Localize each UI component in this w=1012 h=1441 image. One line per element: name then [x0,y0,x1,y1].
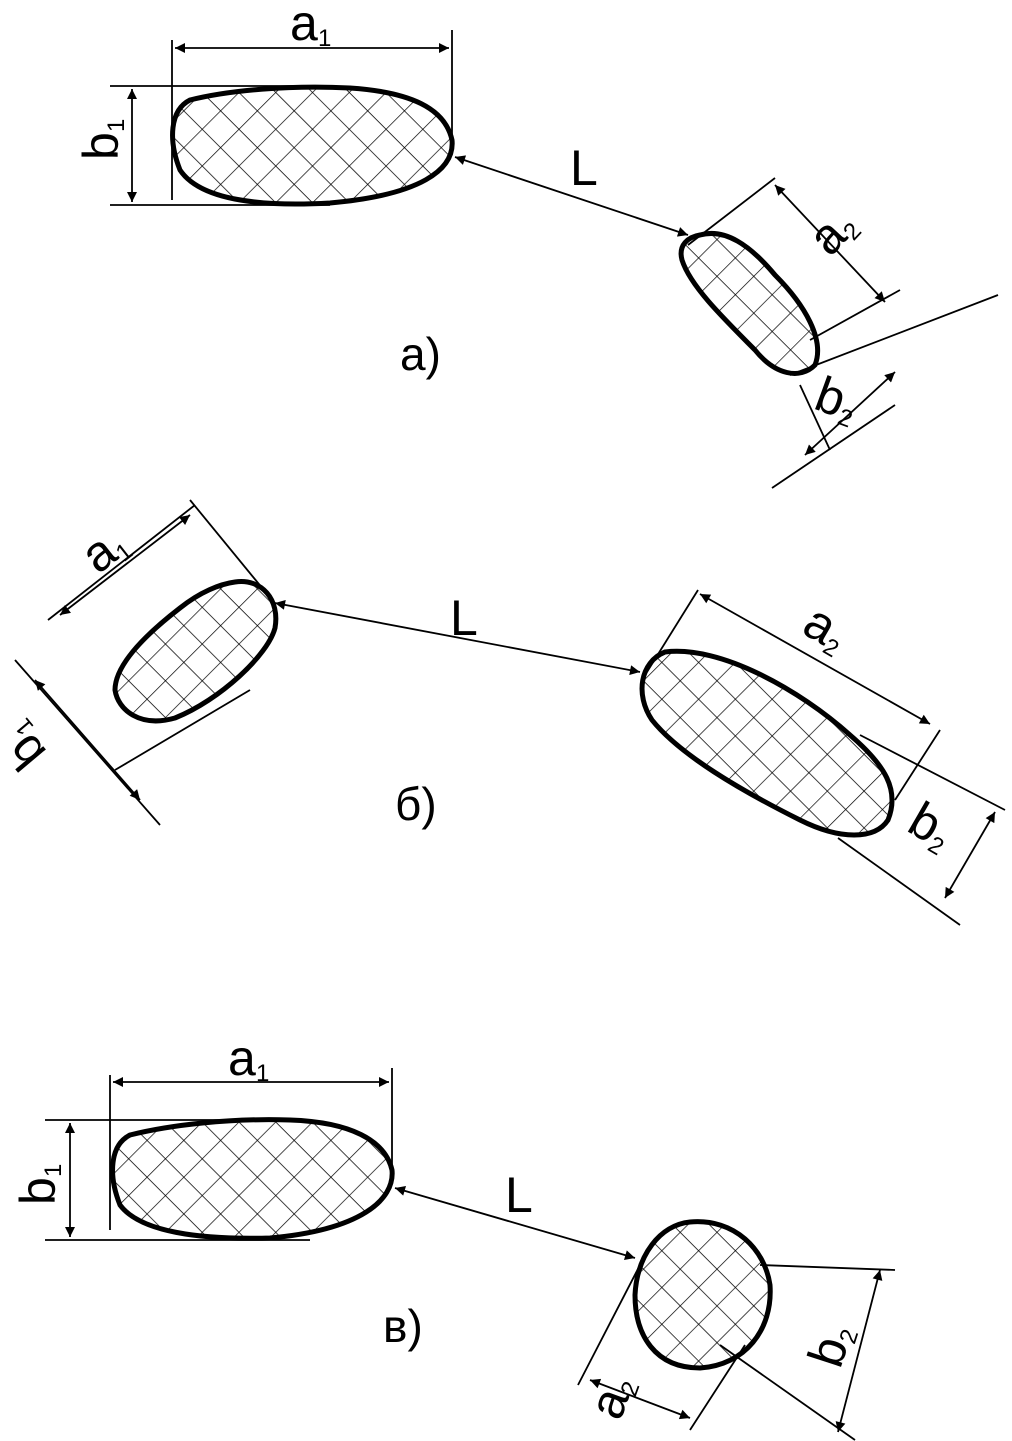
label-b1-c: b [10,1177,66,1205]
label-L-c: L [505,1167,533,1223]
label-a1-c-sub: 1 [256,1060,269,1087]
dim-a2-a [774,184,886,303]
caption-c: в) [383,1300,423,1352]
particle-a-2 [678,231,821,376]
dim-b2-c [835,1269,883,1433]
dim-L-c [394,1186,636,1260]
dim-a2-c [589,1378,691,1420]
caption-a: а) [400,328,441,380]
dim-L-b [274,599,641,676]
panel-c: a 1 b 1 L a 2 b 2 в) [10,1030,896,1441]
label-L-b: L [450,590,478,646]
dim-b1-b [34,679,141,801]
label-b1-c-sub: 1 [40,1164,67,1177]
dim-a2-b [699,593,931,725]
particle-c-1 [110,1117,395,1241]
dim-L-a [454,155,689,237]
label-L-a: L [570,140,598,196]
particle-a-1 [170,84,455,207]
label-a1-a: a [290,0,318,51]
dim-a1-b [59,514,191,616]
particle-b-1 [112,579,279,724]
panel-a: a 1 b 1 L a 2 b 2 а) [73,0,999,489]
label-b1-a-sub: 1 [103,119,130,132]
particle-b-2 [639,648,895,838]
label-b1-a: b [73,132,129,160]
label-a1-a-sub: 1 [318,25,331,52]
particle-c-2 [632,1219,773,1371]
panel-b: a 1 b 1 L a 2 b 2 б) [0,499,1006,926]
dim-b2-a [804,371,896,456]
dim-b2-b [944,811,996,899]
label-a1-c: a [228,1030,256,1086]
caption-b: б) [395,778,437,830]
